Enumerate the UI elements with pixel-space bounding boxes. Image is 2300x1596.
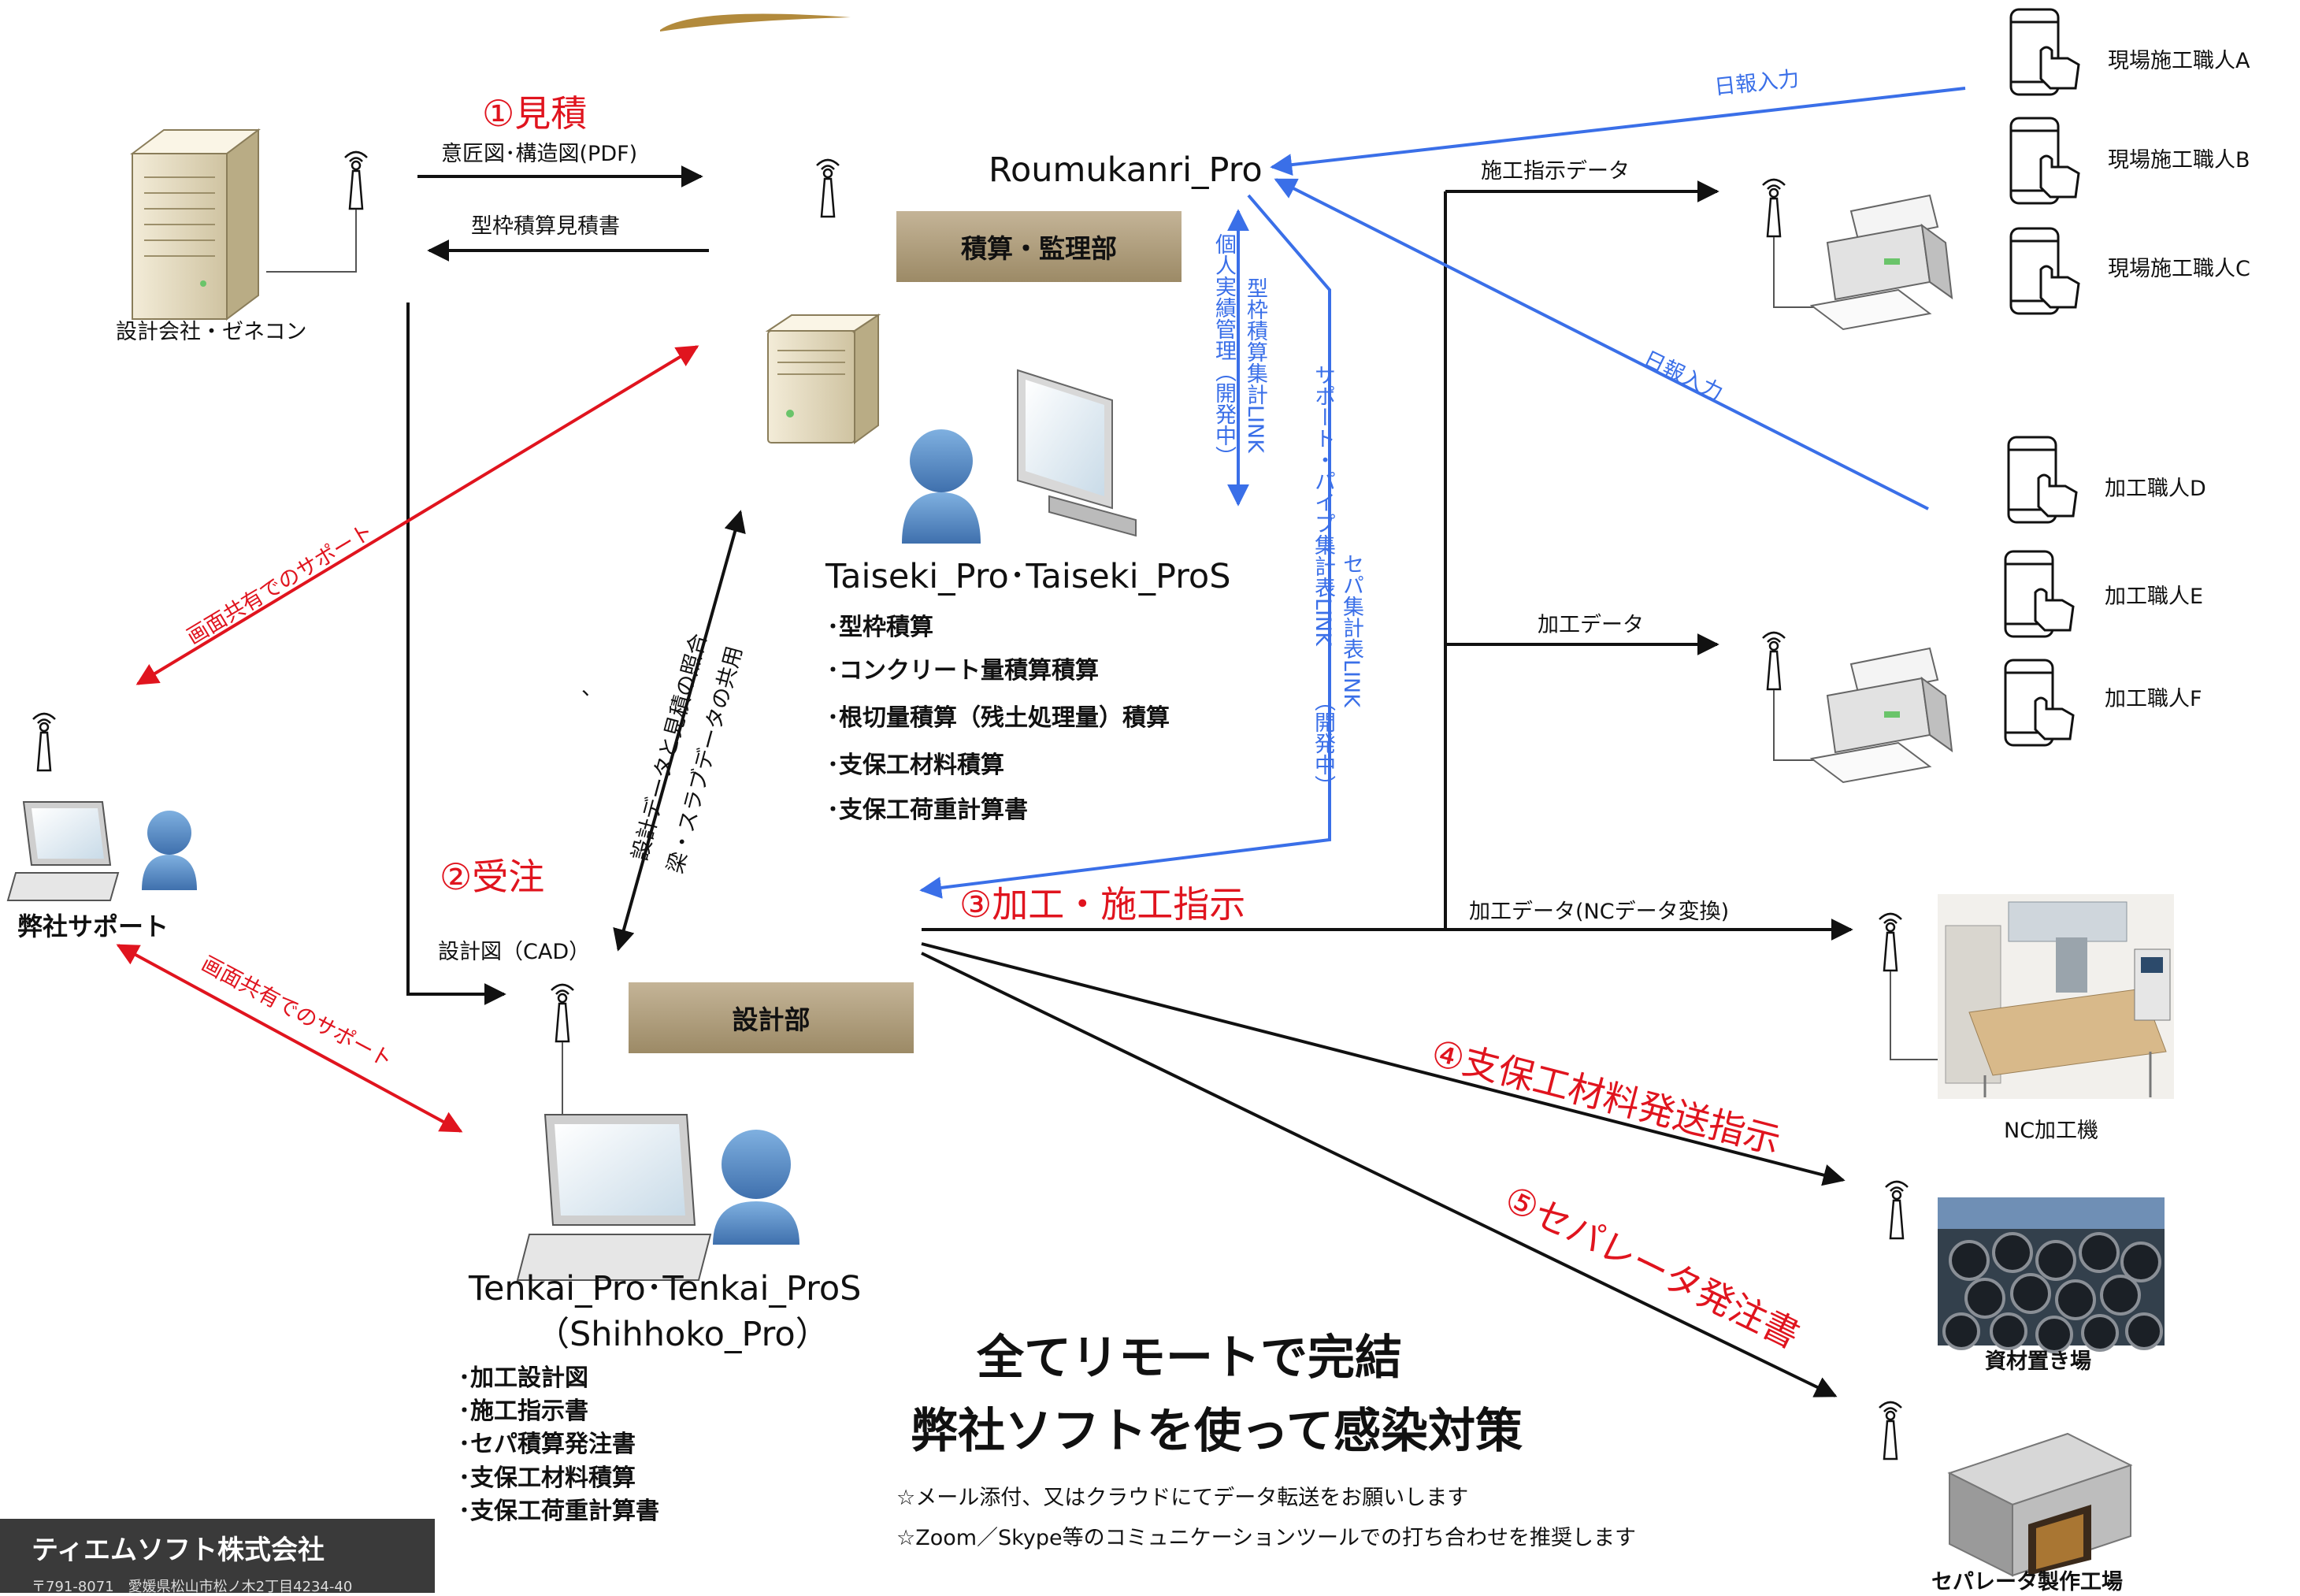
step-estimate: ①見積 bbox=[482, 92, 588, 135]
arrow-separator-order bbox=[921, 952, 1838, 1397]
estimation-department: 積算・監理部 bbox=[896, 211, 1182, 282]
nc-machine-label: NC加工機 bbox=[2004, 1119, 2099, 1143]
note-email: ☆メール添付、又はクラウドにてデータ転送をお願いします bbox=[896, 1486, 1469, 1510]
factory-building-icon bbox=[1947, 1432, 2133, 1577]
support-person-icon bbox=[142, 811, 197, 890]
worker-label: 加工職人E bbox=[2105, 585, 2204, 609]
edge-process-data: 加工データ bbox=[1538, 613, 1644, 637]
edge-link-dev: （開発中） bbox=[1311, 690, 1336, 796]
worker-label: 現場施工職人A bbox=[2108, 49, 2250, 73]
factory-label: セパレータ製作工場 bbox=[1931, 1570, 2123, 1594]
stray-mark: 、 bbox=[581, 676, 603, 700]
storage-pipes-image bbox=[1938, 1197, 2165, 1353]
step-order: ②受注 bbox=[440, 856, 545, 898]
nc-machine-image bbox=[1938, 894, 2174, 1099]
edge-link-personal: 個人実績管理（開発中） bbox=[1211, 233, 1237, 467]
edge-link-support: サポート・パイプ集計表LINK bbox=[1311, 364, 1336, 646]
estimator-person-icon bbox=[902, 429, 981, 544]
design-laptop-icon bbox=[516, 1114, 712, 1281]
edge-instruction-data: 施工指示データ bbox=[1481, 159, 1630, 184]
arrow-report-input-2 bbox=[1274, 178, 1929, 510]
edge-nc-data: 加工データ(NCデータ変換) bbox=[1469, 900, 1730, 924]
monitor-icon bbox=[1017, 369, 1137, 537]
designer-person-icon bbox=[713, 1130, 799, 1245]
taiseki-feature: ･コンクリート量積算積算 bbox=[827, 657, 1099, 685]
logo-swoosh bbox=[660, 13, 851, 32]
edge-link-estimate: 型枠積算集計LINK bbox=[1243, 277, 1268, 453]
arrow-screen-share-1 bbox=[135, 345, 699, 685]
worker-label: 加工職人F bbox=[2105, 687, 2202, 711]
support-label: 弊社サポート bbox=[17, 911, 169, 941]
edge-link-sepa: セパ集計表LINK bbox=[1339, 553, 1364, 707]
headline-line-2: 弊社ソフトを使って感染対策 bbox=[911, 1404, 1523, 1459]
printer-icon bbox=[1809, 194, 1953, 784]
company-banner: ティエムソフト株式会社 〒791-8071 愛媛県松山市松ノ木2丁目4234-4… bbox=[0, 1519, 435, 1595]
shihhoko-title: （Shihhoko_Pro） bbox=[536, 1315, 829, 1354]
worker-label: 現場施工職人B bbox=[2108, 148, 2250, 173]
storage-label: 資材置き場 bbox=[1985, 1349, 2091, 1374]
tenkai-title: Tenkai_Pro･Tenkai_ProS bbox=[469, 1269, 862, 1308]
tenkai-feature: ･支保工材料積算 bbox=[458, 1464, 636, 1492]
designer-label: 設計会社・ゼネコン bbox=[116, 320, 307, 344]
headline-line-1: 全てリモートで完結 bbox=[977, 1331, 1402, 1386]
edge-estimate-doc: 型枠積算見積書 bbox=[471, 214, 620, 239]
worker-label: 現場施工職人C bbox=[2108, 257, 2250, 281]
arrow-screen-share-2 bbox=[116, 944, 463, 1133]
taiseki-feature: ･型枠積算 bbox=[827, 614, 933, 641]
tenkai-feature: ･加工設計図 bbox=[458, 1364, 588, 1392]
step-process-instruction: ③加工・施工指示 bbox=[959, 883, 1246, 926]
arrow-collation bbox=[613, 510, 746, 952]
company-name: ティエムソフト株式会社 bbox=[32, 1535, 325, 1566]
tenkai-feature: ･施工指示書 bbox=[458, 1397, 588, 1425]
tenkai-feature: ･支保工荷重計算書 bbox=[458, 1498, 659, 1525]
tenkai-feature: ･セパ積算発注書 bbox=[458, 1431, 636, 1458]
antenna-icon bbox=[32, 150, 1909, 1461]
central-server-icon bbox=[765, 314, 881, 444]
edge-cad: 設計図（CAD） bbox=[438, 940, 591, 964]
edge-design-pdf: 意匠図･構造図(PDF) bbox=[441, 142, 638, 166]
taiseki-feature: ･根切量積算（残土処理量）積算 bbox=[827, 704, 1170, 732]
taiseki-feature: ･支保工荷重計算書 bbox=[827, 796, 1028, 824]
arrow-support-material bbox=[921, 942, 1846, 1186]
phone-icon bbox=[2004, 8, 2080, 747]
support-laptop-icon bbox=[6, 801, 120, 901]
roumukanri-title: Roumukanri_Pro bbox=[989, 150, 1263, 190]
note-zoom: ☆Zoom／Skype等のコミュニケーションツールでの打ち合わせを推奨します bbox=[896, 1526, 1637, 1550]
taiseki-feature: ･支保工材料積算 bbox=[827, 752, 1004, 779]
arrow-report-input-1 bbox=[1270, 87, 1966, 176]
designer-server-icon bbox=[130, 128, 261, 321]
design-department: 設計部 bbox=[629, 982, 914, 1053]
company-address: 〒791-8071 愛媛県松山市松ノ木2丁目4234-40 bbox=[32, 1579, 353, 1595]
worker-label: 加工職人D bbox=[2105, 477, 2206, 501]
arrow-sepa-link bbox=[919, 194, 1331, 899]
taiseki-title: Taiseki_Pro･Taiseki_ProS bbox=[825, 557, 1231, 596]
